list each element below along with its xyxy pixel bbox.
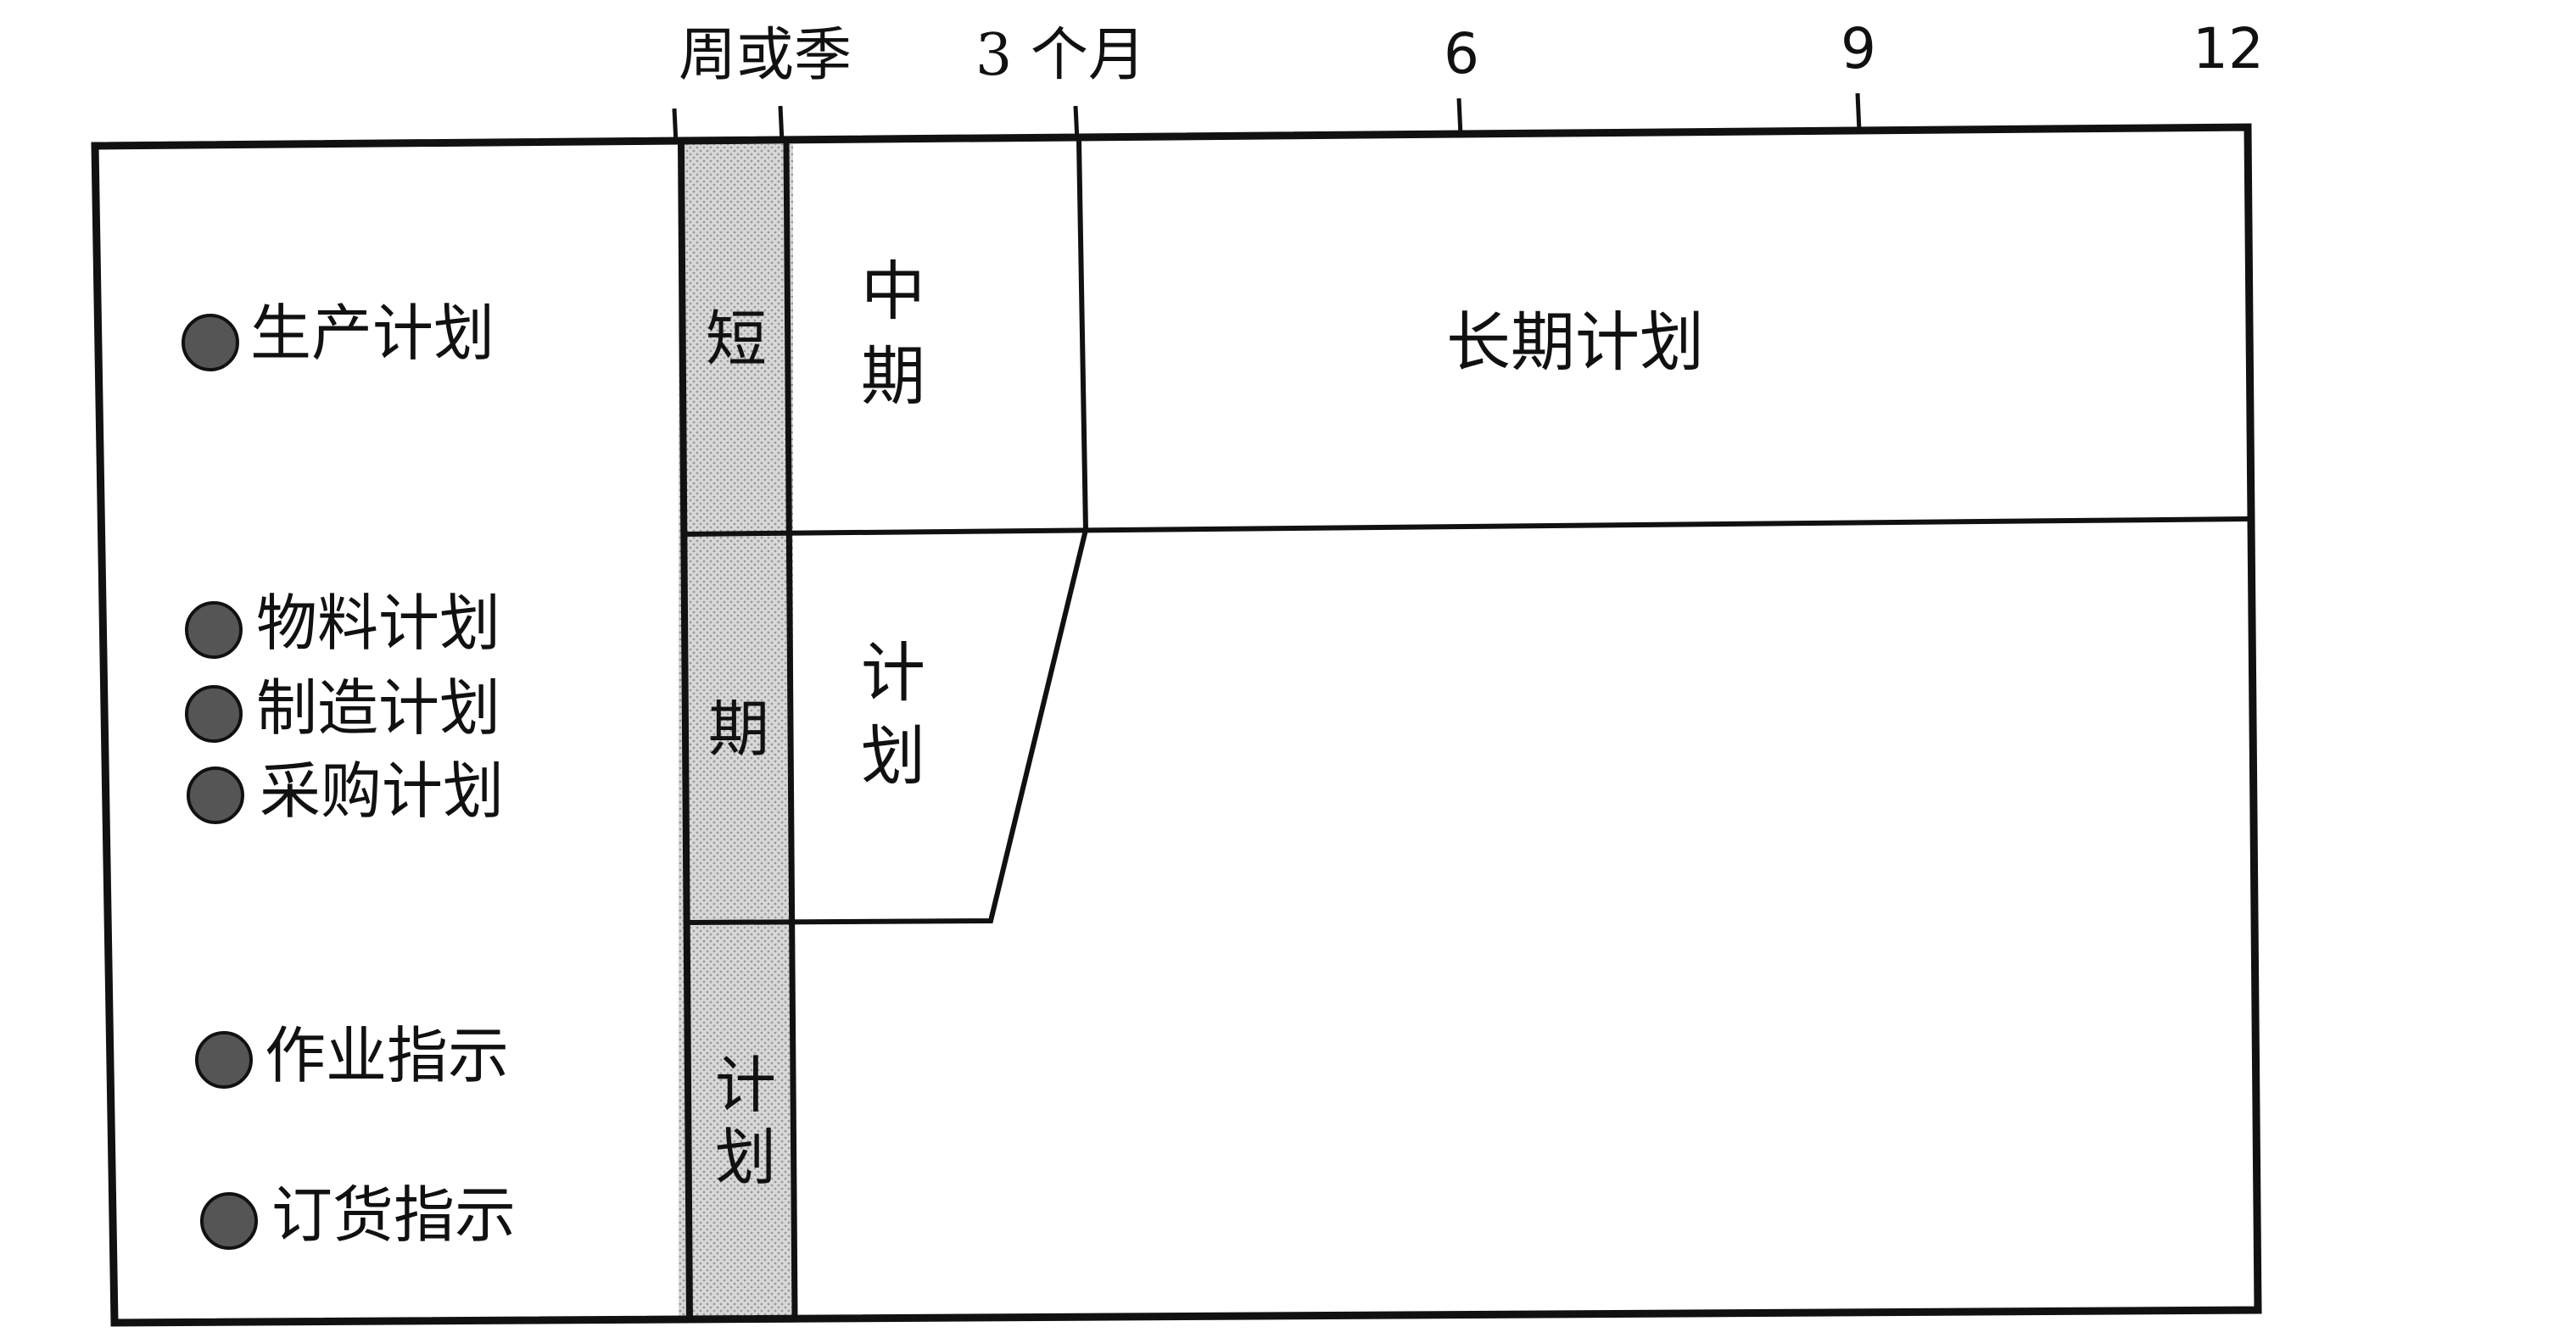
plan-item: 采购计划	[187, 755, 504, 827]
tick-9	[1855, 92, 1862, 132]
tick-week	[672, 108, 679, 145]
bullet-icon	[200, 1192, 258, 1250]
short-term-column	[679, 144, 793, 1323]
period-axis-label: 周或季	[679, 22, 852, 89]
three-month-divider	[1076, 140, 1088, 531]
plan-label: 作业指示	[265, 1020, 509, 1091]
left-panel-divider	[678, 143, 693, 1320]
plan-label: 采购计划	[260, 755, 504, 827]
tick-3-months	[1073, 105, 1080, 142]
short-term-char-1: 短	[706, 304, 767, 375]
bullet-icon	[182, 314, 239, 371]
plan-item: 作业指示	[195, 1020, 509, 1091]
plan-item: 物料计划	[185, 588, 500, 659]
medium-term-char-1: 中	[861, 254, 925, 329]
short-term-right-edge	[783, 142, 798, 1317]
plan-label: 订货指示	[271, 1179, 516, 1251]
tick-label-12: 12	[2193, 16, 2264, 81]
plan-item: 制造计划	[185, 672, 500, 744]
medium-term-char-2: 期	[861, 338, 925, 414]
tick-6	[1456, 98, 1463, 137]
tick-label-3-months: 3 个月	[975, 22, 1146, 89]
plan-label: 制造计划	[256, 672, 500, 744]
upper-horizontal-divider	[682, 516, 2249, 537]
bullet-icon	[185, 685, 243, 743]
bullet-icon	[195, 1031, 253, 1089]
short-term-char-2: 期	[708, 694, 769, 765]
medium-term-char-3: 计	[861, 635, 925, 711]
long-term-label: 长期计划	[1446, 304, 1704, 380]
tick-quarter	[778, 105, 785, 143]
outer-frame	[91, 123, 2262, 1327]
plan-label: 生产计划	[250, 298, 495, 369]
tick-label-9: 9	[1841, 16, 1876, 81]
bullet-icon	[187, 767, 244, 824]
plan-item: 订货指示	[200, 1179, 516, 1251]
medium-term-char-4: 划	[861, 718, 925, 794]
medium-term-lower-boundary	[688, 529, 1088, 925]
short-term-char-3: 计	[715, 1050, 776, 1121]
plan-item: 生产计划	[182, 298, 495, 371]
plan-list: 生产计划 物料计划 制造计划 采购计划 作业指示 订货指示	[182, 298, 516, 1251]
short-term-char-4: 划	[715, 1122, 776, 1193]
bullet-icon	[185, 601, 243, 659]
plan-label: 物料计划	[256, 588, 500, 659]
tick-label-6: 6	[1444, 21, 1479, 86]
